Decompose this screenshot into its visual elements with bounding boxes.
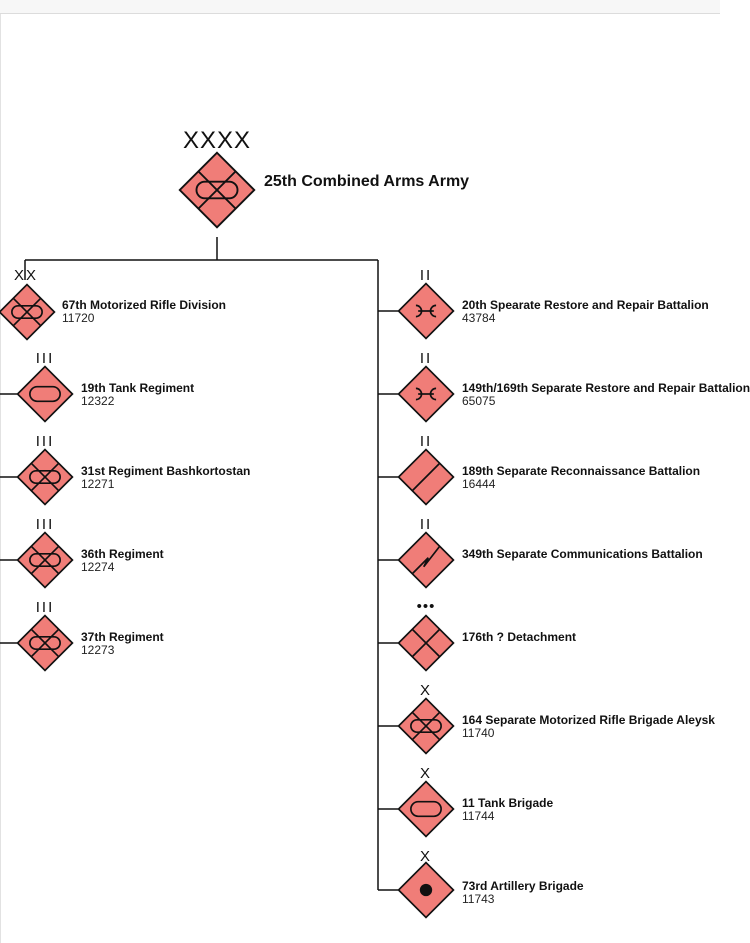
right-unit-7-echelon: X — [419, 848, 432, 865]
right-unit-5-echelon: X — [419, 682, 432, 699]
right-unit-3-name: 349th Separate Communications Battalion — [462, 547, 703, 561]
right-unit-2-symbol[interactable] — [397, 448, 455, 506]
left-unit-0-name: 67th Motorized Rifle Division — [62, 298, 227, 312]
army-echelon: XXXX — [182, 127, 252, 154]
right-unit-7-label: 73rd Artillery Brigade 11743 — [462, 880, 584, 906]
right-unit-1-label: 149th/169th Separate Restore and Repair … — [462, 382, 750, 408]
right-unit-6-label: 11 Tank Brigade 11744 — [462, 797, 553, 823]
right-unit-4-echelon: ••• — [416, 598, 436, 615]
right-unit-3-label: 349th Separate Communications Battalion — [462, 548, 703, 561]
connector-lines — [0, 237, 398, 891]
left-unit-4-code: 12273 — [81, 643, 115, 657]
right-unit-3-echelon: II — [419, 516, 433, 533]
army-unit-symbol[interactable] — [178, 151, 256, 229]
right-unit-0-name: 20th Spearate Restore and Repair Battali… — [462, 298, 709, 312]
left-unit-0-label: 67th Motorized Rifle Division 11720 — [62, 299, 226, 325]
left-unit-2-symbol[interactable] — [16, 448, 74, 506]
right-unit-7-code: 11743 — [462, 892, 495, 906]
right-unit-2-name: 189th Separate Reconnaissance Battalion — [462, 464, 701, 478]
right-unit-6-name: 11 Tank Brigade — [462, 796, 554, 810]
right-unit-0-echelon: II — [419, 267, 433, 284]
right-unit-1-code: 65075 — [462, 394, 496, 408]
right-unit-7-name: 73rd Artillery Brigade — [462, 879, 584, 893]
left-unit-0-echelon: XX — [13, 267, 38, 284]
right-unit-1-name: 149th/169th Separate Restore and Repair … — [462, 381, 750, 395]
right-unit-6-symbol[interactable] — [397, 780, 455, 838]
left-unit-3-symbol[interactable] — [16, 531, 74, 589]
left-unit-2-label: 31st Regiment Bashkortostan 12271 — [81, 465, 250, 491]
right-unit-2-echelon: II — [419, 433, 433, 450]
right-unit-6-echelon: X — [419, 765, 432, 782]
left-unit-3-label: 36th Regiment 12274 — [81, 548, 164, 574]
right-unit-1-echelon: II — [419, 350, 433, 367]
right-unit-0-code: 43784 — [462, 311, 496, 325]
right-unit-0-symbol[interactable] — [397, 282, 455, 340]
left-unit-0-symbol[interactable] — [0, 283, 56, 341]
right-unit-3-symbol[interactable] — [397, 531, 455, 589]
right-unit-4-label: 176th ? Detachment — [462, 631, 576, 644]
left-unit-4-name: 37th Regiment — [81, 630, 164, 644]
left-unit-4-echelon: III — [35, 599, 55, 616]
right-unit-2-label: 189th Separate Reconnaissance Battalion … — [462, 465, 700, 491]
page-edge — [0, 14, 1, 943]
right-unit-0-label: 20th Spearate Restore and Repair Battali… — [462, 299, 709, 325]
left-unit-2-name: 31st Regiment Bashkortostan — [81, 464, 251, 478]
left-unit-1-label: 19th Tank Regiment 12322 — [81, 382, 194, 408]
left-unit-2-echelon: III — [35, 433, 55, 450]
left-unit-2-code: 12271 — [81, 477, 115, 491]
right-unit-1-symbol[interactable] — [397, 365, 455, 423]
top-toolbar — [0, 0, 720, 14]
army-title: 25th Combined Arms Army — [264, 173, 470, 190]
right-unit-5-label: 164 Separate Motorized Rifle Brigade Ale… — [462, 714, 715, 740]
left-unit-1-symbol[interactable] — [16, 365, 74, 423]
right-unit-5-code: 11740 — [462, 726, 495, 740]
left-unit-3-name: 36th Regiment — [81, 547, 164, 561]
right-unit-2-code: 16444 — [462, 477, 496, 491]
left-unit-3-code: 12274 — [81, 560, 115, 574]
right-unit-5-symbol[interactable] — [397, 697, 455, 755]
left-unit-1-name: 19th Tank Regiment — [81, 381, 195, 395]
right-unit-5-name: 164 Separate Motorized Rifle Brigade Ale… — [462, 713, 715, 727]
left-unit-1-echelon: III — [35, 350, 55, 367]
right-unit-4-name: 176th ? Detachment — [462, 630, 577, 644]
left-unit-3-echelon: III — [35, 516, 55, 533]
left-unit-1-code: 12322 — [81, 394, 115, 408]
right-unit-7-symbol[interactable] — [397, 861, 455, 919]
right-unit-6-code: 11744 — [462, 809, 495, 823]
right-unit-4-symbol[interactable] — [397, 614, 455, 672]
left-unit-0-code: 11720 — [62, 311, 95, 325]
left-unit-4-symbol[interactable] — [16, 614, 74, 672]
left-unit-4-label: 37th Regiment 12273 — [81, 631, 164, 657]
